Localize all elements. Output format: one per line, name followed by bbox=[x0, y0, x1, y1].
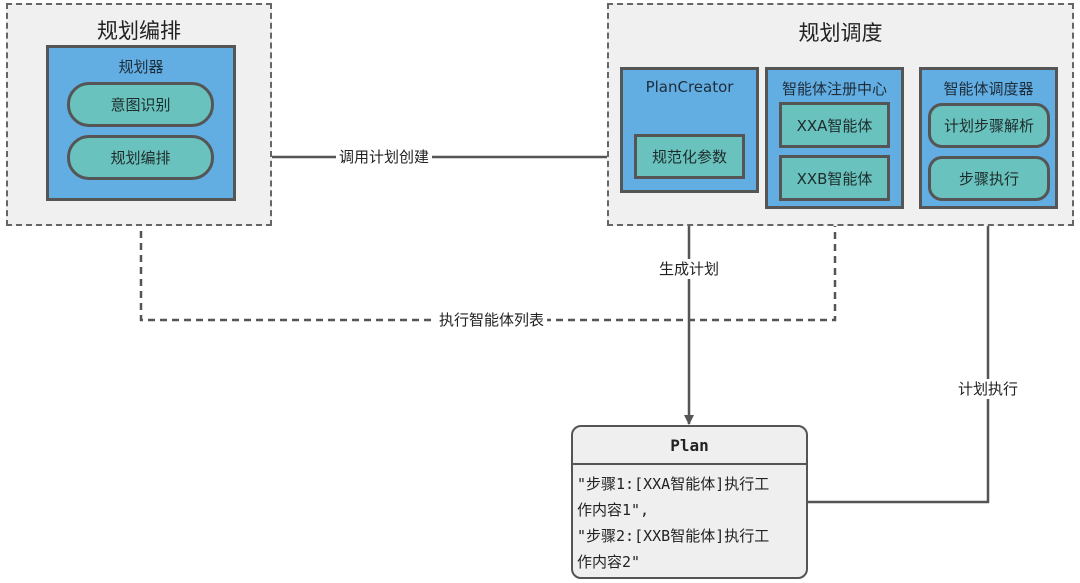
agent-registry-title: 智能体注册中心 bbox=[781, 80, 887, 98]
normalize-params-node[interactable]: 规范化参数 bbox=[634, 134, 745, 179]
group-title: 规划调度 bbox=[798, 21, 883, 45]
node-label: 规划编排 bbox=[110, 149, 171, 167]
planner-title: 规划器 bbox=[118, 58, 164, 76]
plan-step-parse-node[interactable]: 计划步骤解析 bbox=[928, 103, 1050, 148]
intent-recognition-node[interactable]: 意图识别 bbox=[67, 82, 214, 127]
edge-label-generate-plan: 生成计划 bbox=[656, 259, 723, 279]
plan-title: Plan bbox=[573, 427, 806, 465]
edge-label-invoke-plan-creation: 调用计划创建 bbox=[336, 147, 433, 167]
plan-line: "步骤2:[XXB智能体]执行工 bbox=[577, 527, 770, 545]
node-label: 规范化参数 bbox=[651, 148, 727, 166]
edge-label-plan-execution: 计划执行 bbox=[955, 379, 1022, 399]
agent-xxa-node[interactable]: XXA智能体 bbox=[779, 102, 890, 148]
edge-label-agent-list: 执行智能体列表 bbox=[436, 310, 548, 330]
plan-line: 作内容1", bbox=[577, 501, 650, 519]
node-label: 意图识别 bbox=[110, 96, 171, 114]
group-title: 规划编排 bbox=[97, 19, 181, 43]
node-label: XXA智能体 bbox=[796, 116, 873, 135]
plan-content: "步骤1:[XXA智能体]执行工 作内容1", "步骤2:[XXB智能体]执行工… bbox=[573, 465, 806, 575]
plan-creator-title: PlanCreator bbox=[645, 78, 734, 96]
node-label: 计划步骤解析 bbox=[943, 117, 1034, 135]
agent-scheduler-title: 智能体调度器 bbox=[943, 80, 1034, 98]
node-label: 步骤执行 bbox=[958, 170, 1019, 188]
agent-xxb-node[interactable]: XXB智能体 bbox=[779, 155, 890, 201]
plan-object[interactable]: Plan "步骤1:[XXA智能体]执行工 作内容1", "步骤2:[XXB智能… bbox=[571, 425, 808, 579]
plan-line: "步骤1:[XXA智能体]执行工 bbox=[577, 475, 770, 493]
node-label: XXB智能体 bbox=[796, 169, 873, 188]
edge-plan-execution bbox=[808, 200, 993, 504]
plan-orchestration-node[interactable]: 规划编排 bbox=[67, 135, 214, 180]
plan-line: 作内容2" bbox=[577, 553, 641, 571]
step-execution-node[interactable]: 步骤执行 bbox=[928, 156, 1050, 201]
